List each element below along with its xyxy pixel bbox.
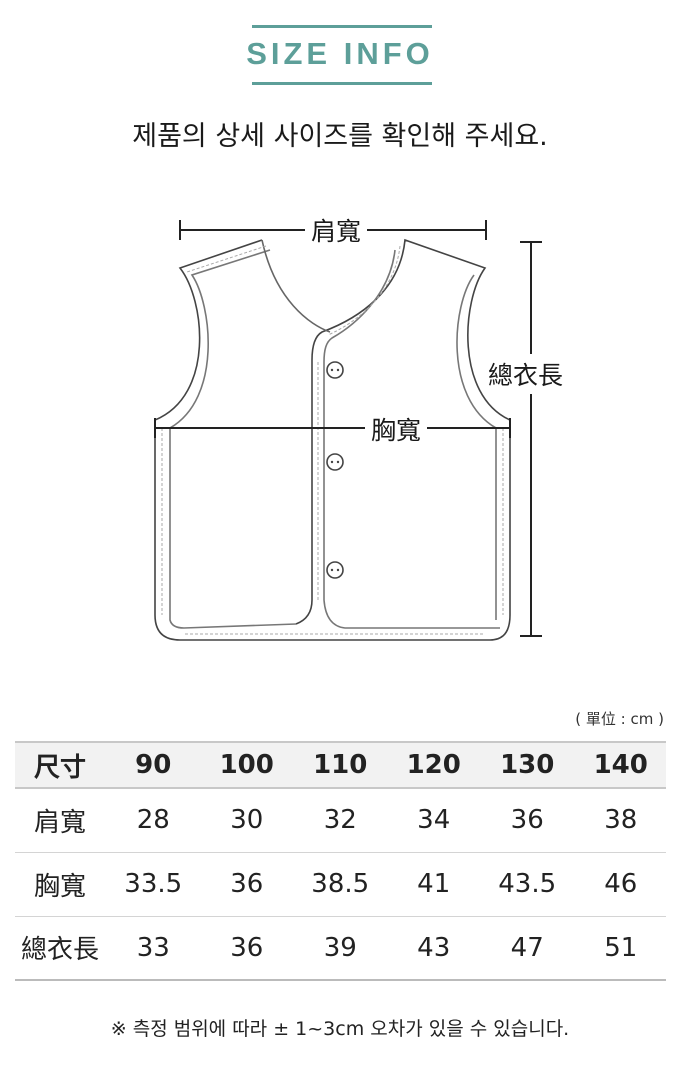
cell: 28 bbox=[136, 805, 170, 836]
table-row: 肩寬 28 30 32 34 36 38 bbox=[15, 788, 666, 852]
column-header: 90 bbox=[135, 750, 172, 780]
page-title: SIZE INFO bbox=[246, 36, 434, 71]
row-label: 肩寬 bbox=[33, 807, 86, 838]
cell: 32 bbox=[323, 805, 357, 836]
page-subtitle: 제품의 상세 사이즈를 확인해 주세요. bbox=[132, 121, 548, 152]
row-label: 總衣長 bbox=[20, 935, 99, 966]
unit-label: ( 單位 : cm ) bbox=[575, 710, 664, 728]
cell: 33.5 bbox=[124, 869, 183, 899]
column-header: 尺寸 bbox=[33, 752, 86, 783]
size-table: 尺寸 90 100 110 120 130 140 肩寬 28 30 32 34… bbox=[15, 741, 666, 981]
column-header: 130 bbox=[500, 750, 555, 780]
measurement-note: ※ 측정 범위에 따라 ± 1~3cm 오차가 있을 수 있습니다. bbox=[110, 1018, 570, 1040]
shoulder-label: 肩寬 bbox=[305, 212, 368, 248]
cell: 43 bbox=[417, 932, 451, 963]
column-header: 120 bbox=[406, 750, 461, 780]
column-header: 140 bbox=[593, 750, 648, 780]
cell: 39 bbox=[323, 932, 357, 963]
cell: 30 bbox=[230, 805, 264, 836]
length-label: 總衣長 bbox=[486, 354, 566, 394]
table-row: 胸寬 33.5 36 38.5 41 43.5 46 bbox=[15, 852, 666, 916]
cell: 41 bbox=[417, 869, 451, 899]
cell: 34 bbox=[417, 805, 451, 836]
button bbox=[326, 361, 344, 379]
table-row: 總衣長 33 36 39 43 47 51 bbox=[15, 916, 666, 980]
table-header-row: 尺寸 90 100 110 120 130 140 bbox=[15, 742, 666, 788]
cell: 36 bbox=[230, 932, 264, 963]
cell: 36 bbox=[230, 869, 264, 899]
column-header: 100 bbox=[219, 750, 274, 780]
title-top-rule bbox=[252, 25, 432, 28]
chest-label: 胸寬 bbox=[365, 411, 428, 447]
cell: 33 bbox=[136, 932, 170, 963]
column-header: 110 bbox=[313, 750, 368, 780]
cell: 47 bbox=[510, 932, 544, 963]
vest-diagram bbox=[154, 220, 542, 641]
vest-outline bbox=[154, 238, 511, 641]
cell: 38 bbox=[604, 805, 638, 836]
cell: 36 bbox=[510, 805, 544, 836]
cell: 51 bbox=[604, 932, 638, 963]
cell: 38.5 bbox=[311, 869, 370, 899]
title-bottom-rule bbox=[252, 82, 432, 85]
cell: 43.5 bbox=[498, 869, 557, 899]
cell: 46 bbox=[604, 869, 638, 899]
row-label: 胸寬 bbox=[33, 871, 86, 902]
